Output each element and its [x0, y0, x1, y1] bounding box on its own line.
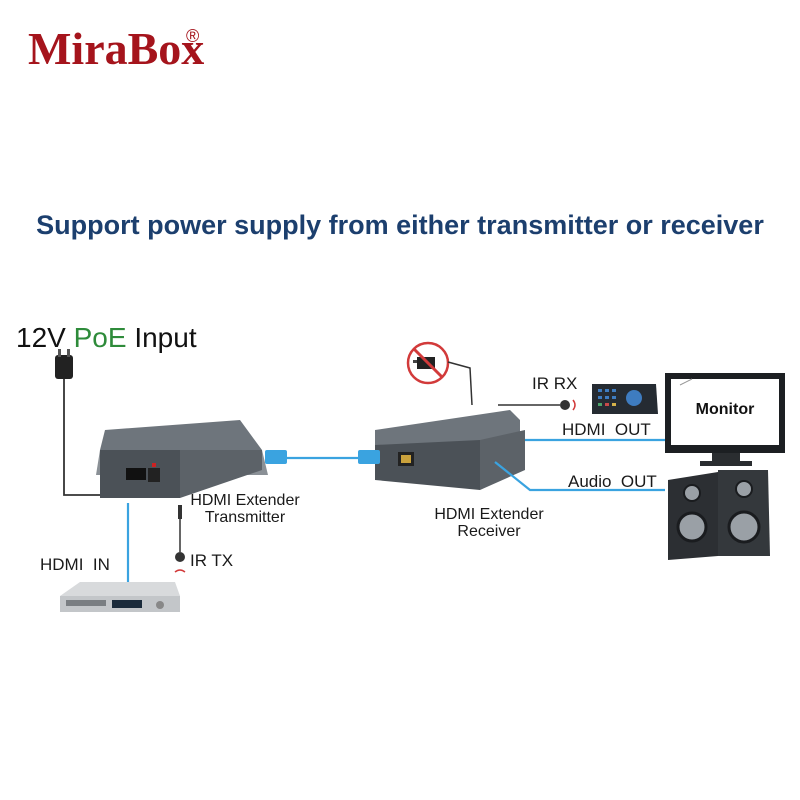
audio-out-cable: [494, 461, 665, 492]
ir-receiver-icon: [498, 399, 576, 411]
receiver-label-line1: HDMI Extender: [434, 506, 544, 523]
transmitter-device: [96, 420, 268, 498]
ir-rx-label: IR RX: [532, 374, 578, 393]
dvd-player-icon: [60, 582, 180, 612]
power-input-title: 12V PoE Input: [16, 322, 197, 354]
ir-emitter-icon: [174, 505, 186, 573]
power-poe: PoE: [73, 322, 127, 353]
brand-logo: MiraBox: [28, 23, 205, 74]
speakers-icon: [668, 470, 770, 560]
hdmi-in-label: HDMI IN: [40, 555, 110, 574]
power-voltage: 12V: [16, 322, 66, 353]
monitor-label: Monitor: [695, 401, 755, 418]
ir-tx-label: IR TX: [190, 551, 234, 570]
receiver-device: [375, 410, 525, 490]
ethernet-plug-icon: [265, 450, 287, 464]
transmitter-label-line1: HDMI Extender: [190, 492, 300, 509]
transmitter-label: HDMI Extender Transmitter: [170, 492, 320, 526]
power-input-word: Input: [134, 322, 197, 353]
hdmi-out-label: HDMI OUT: [562, 420, 651, 439]
no-power-icon: [406, 341, 473, 406]
monitor-icon: [665, 373, 785, 466]
transmitter-label-line2: Transmitter: [204, 509, 286, 526]
ethernet-cable: [265, 450, 380, 464]
audio-out-label: Audio OUT: [568, 472, 657, 491]
registered-mark: ®: [186, 26, 200, 46]
headline: Support power supply from either transmi…: [36, 210, 764, 240]
receiver-label: HDMI Extender Receiver: [414, 506, 564, 540]
ethernet-plug-icon: [358, 450, 380, 464]
receiver-label-line2: Receiver: [457, 523, 521, 540]
remote-control-icon: [592, 384, 658, 414]
